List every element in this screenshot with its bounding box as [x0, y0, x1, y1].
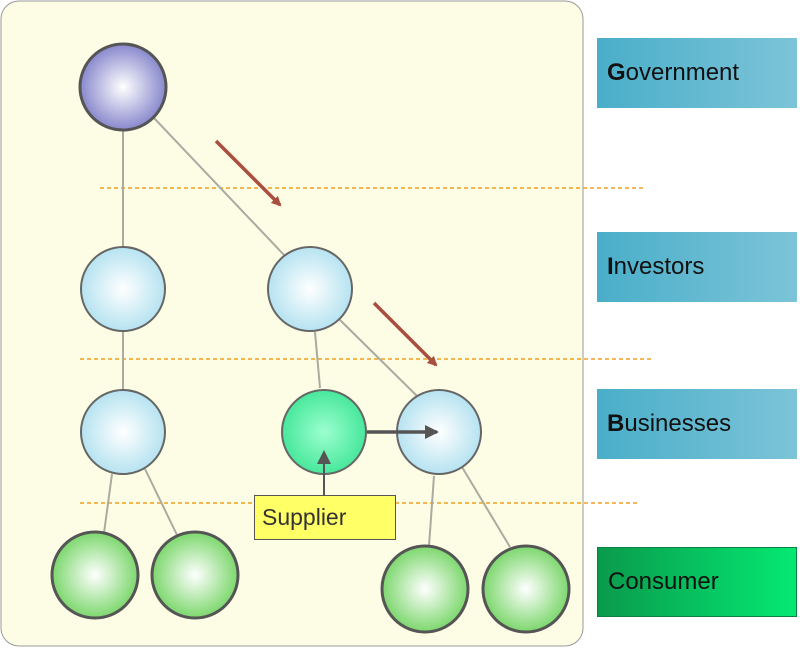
flow-arrow-investors-to-businesses	[372, 301, 438, 367]
flow-arrow-government-to-investors	[214, 139, 282, 207]
government-label-rest: overnment	[625, 59, 740, 86]
supplier-label-box: Supplier	[254, 495, 396, 540]
edge-business-consumer-3	[428, 475, 435, 547]
edge-investor-business-right	[337, 317, 419, 398]
node-consumer-4	[481, 544, 571, 634]
node-investor-right	[267, 246, 353, 332]
edge-business-consumer-2	[144, 468, 179, 538]
node-consumer-2	[150, 530, 240, 620]
edge-business-consumer-4	[461, 466, 511, 548]
consumer-label: Consumer	[608, 568, 719, 595]
businesses-label-rest: usinesses	[624, 410, 732, 437]
investors-label-initial: I	[607, 253, 614, 280]
investors-label-rest: nvestors	[613, 253, 705, 280]
businesses-label-initial: B	[607, 410, 625, 437]
node-consumer-1	[50, 530, 140, 620]
node-government	[78, 42, 168, 132]
node-business-left	[80, 389, 166, 475]
edge-investor-supplier	[314, 331, 321, 389]
government-label-initial: G	[607, 59, 626, 86]
node-consumer-3	[380, 544, 470, 634]
supplier-label: Supplier	[262, 504, 347, 530]
edge-business-consumer-1	[103, 473, 113, 534]
node-investor-left	[80, 246, 166, 332]
consumer-label-box: Consumer	[597, 547, 797, 617]
edge-gov-investor-right	[153, 117, 286, 257]
